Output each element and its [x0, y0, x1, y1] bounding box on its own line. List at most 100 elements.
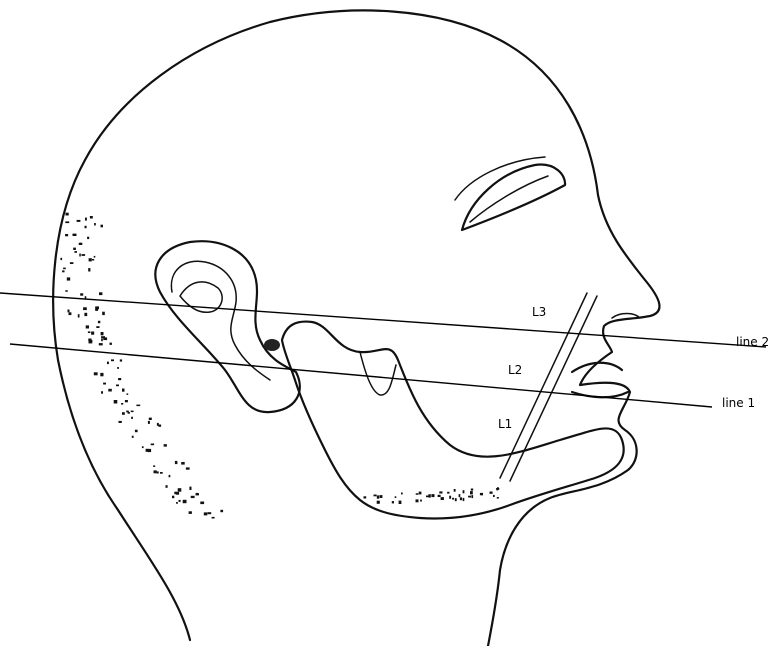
- stipple-dot: [99, 343, 103, 345]
- stipple-dot: [416, 499, 419, 502]
- stipple-dot: [73, 234, 77, 236]
- label-line-1: line 1: [722, 396, 755, 410]
- stipple-dot: [183, 500, 187, 503]
- stipple-dot: [172, 496, 174, 499]
- head-outline: [53, 10, 659, 646]
- stipple-dot: [460, 497, 462, 500]
- stipple-dot: [78, 314, 80, 317]
- stipple-dot: [110, 343, 112, 345]
- stipple-dot: [94, 372, 98, 375]
- stipple-dot: [364, 496, 367, 498]
- stipple-dot: [419, 492, 422, 495]
- stipple-dot: [88, 331, 91, 333]
- stipple-dot: [92, 259, 94, 261]
- stipple-dot: [79, 243, 81, 245]
- stipple-dot: [149, 418, 152, 420]
- stipple-dot: [175, 461, 178, 464]
- stipple-dot: [496, 489, 498, 491]
- stipple-dot: [146, 449, 149, 452]
- stipple-dot: [74, 251, 77, 253]
- stipple-dot: [73, 248, 76, 250]
- stipple-dot: [114, 400, 118, 404]
- stipple-dot: [431, 494, 434, 497]
- stipple-dot: [468, 496, 471, 498]
- stipple-dot: [65, 290, 67, 292]
- stipple-dot: [463, 490, 465, 493]
- stipple-dot: [189, 511, 192, 514]
- label-l3: L3: [532, 305, 546, 319]
- stipple-dot: [118, 378, 121, 380]
- stipple-dot: [142, 446, 144, 448]
- stipple-dot: [120, 359, 122, 361]
- stipple-dot: [101, 339, 103, 342]
- stipple-dot: [88, 339, 91, 342]
- stipple-dot: [158, 425, 161, 427]
- stipple-dot: [87, 237, 89, 239]
- stipple-dot: [101, 332, 104, 335]
- stipple-dot: [135, 430, 138, 433]
- stipple-dot: [86, 325, 89, 328]
- stipple-dot: [69, 312, 72, 315]
- stipple-dot: [101, 391, 103, 394]
- stipple-dot: [452, 498, 454, 500]
- stipple-dot: [108, 389, 112, 392]
- stipple-dot: [220, 510, 223, 512]
- stipple-dot: [117, 367, 119, 369]
- nasolabial-strip-edge: [510, 296, 597, 481]
- stipple-dot: [95, 309, 98, 311]
- stipple-dot: [101, 336, 105, 338]
- stipple-dot: [470, 491, 473, 494]
- stipple-dot: [94, 223, 96, 226]
- stipple-dot: [471, 495, 473, 498]
- stipple-dot: [169, 475, 171, 477]
- stipple-dot: [377, 501, 380, 504]
- stipple-dot: [176, 502, 178, 504]
- stipple-dot: [191, 496, 195, 498]
- label-l1: L1: [498, 417, 512, 431]
- stipple-dot: [160, 472, 163, 474]
- stipple-dot: [441, 497, 444, 500]
- stipple-dot: [119, 421, 122, 423]
- stipple-dot: [455, 498, 457, 501]
- stipple-dot: [178, 488, 182, 492]
- stipple-dot: [85, 218, 87, 221]
- stipple-dot: [82, 254, 86, 256]
- stipple-dot: [374, 495, 377, 497]
- ear-outline: [155, 241, 299, 412]
- stipple-dot: [493, 495, 495, 497]
- stipple-dot: [99, 292, 102, 295]
- stipple-dot: [79, 254, 81, 257]
- stipple-dot: [212, 517, 215, 519]
- stipple-dot: [395, 496, 397, 498]
- stipple-dot: [392, 501, 394, 503]
- stipple-dot: [100, 373, 103, 376]
- stipple-dot: [127, 393, 129, 395]
- stipple-dot: [66, 213, 69, 216]
- stipple-dot: [122, 412, 125, 415]
- stipple-dot: [111, 359, 114, 361]
- stipple-dot: [399, 501, 402, 504]
- stipple-dot: [131, 417, 133, 419]
- stipple-dot: [148, 421, 150, 424]
- stipple-dot: [68, 310, 70, 313]
- eye-outline: [462, 165, 565, 230]
- stipple-dot: [497, 497, 499, 499]
- stipple-dot: [420, 500, 422, 502]
- stipple-dot: [164, 444, 167, 446]
- stipple-dot: [490, 492, 493, 494]
- stipple-dot: [102, 312, 105, 315]
- stipple-dot: [128, 412, 130, 414]
- stipple-dot: [380, 495, 383, 498]
- stipple-dot: [131, 411, 134, 413]
- stipple-dot: [154, 470, 157, 473]
- stipple-dot: [121, 403, 123, 405]
- stipple-dot: [428, 494, 430, 497]
- stipple-dot: [65, 221, 69, 223]
- stipple-dot: [459, 494, 461, 497]
- stipple-dot: [116, 385, 119, 387]
- stipple-dot: [101, 225, 104, 228]
- stipple-dot: [77, 220, 81, 222]
- stipple-dot: [153, 465, 155, 467]
- stipple-dot: [157, 471, 159, 473]
- label-l2: L2: [508, 363, 522, 377]
